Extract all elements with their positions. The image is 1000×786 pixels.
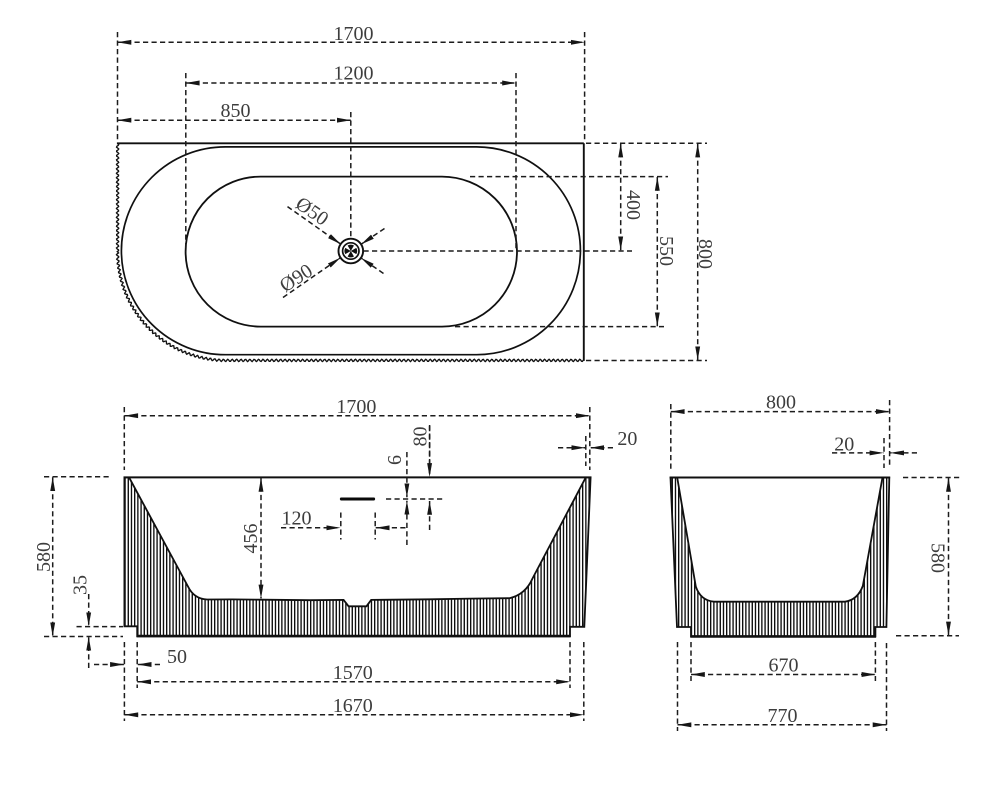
svg-text:850: 850 xyxy=(221,100,251,122)
svg-text:456: 456 xyxy=(240,524,262,554)
svg-text:1700: 1700 xyxy=(334,23,374,45)
svg-text:670: 670 xyxy=(769,655,799,677)
svg-text:6: 6 xyxy=(384,455,406,465)
svg-text:580: 580 xyxy=(927,543,949,573)
svg-text:800: 800 xyxy=(694,239,716,269)
svg-text:1200: 1200 xyxy=(334,62,374,84)
svg-text:770: 770 xyxy=(768,705,798,727)
svg-text:550: 550 xyxy=(655,236,677,266)
svg-text:580: 580 xyxy=(33,542,55,572)
svg-text:120: 120 xyxy=(282,508,312,530)
svg-text:1570: 1570 xyxy=(333,662,373,684)
svg-text:20: 20 xyxy=(617,428,637,450)
svg-text:400: 400 xyxy=(622,190,644,220)
svg-text:35: 35 xyxy=(70,575,92,595)
svg-text:50: 50 xyxy=(167,646,187,668)
svg-text:1670: 1670 xyxy=(333,695,373,717)
svg-text:1700: 1700 xyxy=(336,396,376,418)
svg-text:800: 800 xyxy=(766,391,796,413)
svg-text:20: 20 xyxy=(834,433,854,455)
svg-text:80: 80 xyxy=(409,427,431,447)
